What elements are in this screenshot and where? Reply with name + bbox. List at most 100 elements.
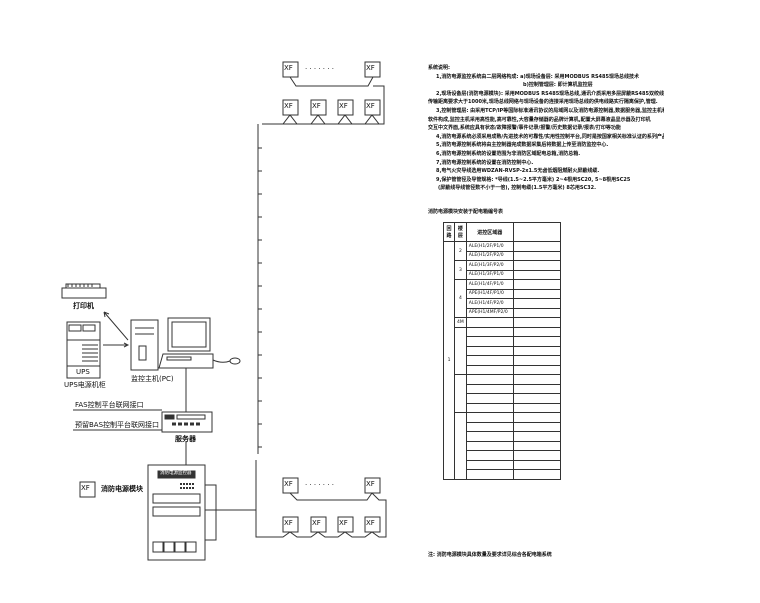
blank-cell: [512, 298, 561, 309]
blank-cell: [512, 459, 561, 470]
area-cell: APE(H1/4F/P1/0: [465, 288, 514, 299]
bas-port-label: 预留BAS控制平台联网接口: [75, 421, 160, 429]
blank-cell: [512, 374, 561, 385]
blank-cell: [512, 345, 561, 356]
legend-text: 消防电源模块: [101, 485, 143, 493]
floor-cell: [454, 326, 467, 375]
cabinet-wires: [205, 484, 256, 541]
header-area: 进控区域器: [465, 222, 514, 242]
table-title: 消防电源模块安装于配电箱编号表: [428, 209, 504, 215]
pc-tower-icon: [130, 319, 159, 371]
pc-to-printer-arrow: [103, 311, 129, 341]
mouse-cable: [212, 359, 231, 363]
xf-label: XF: [339, 102, 348, 110]
ups-box-label: UPS: [76, 368, 90, 376]
table-row: [444, 374, 561, 413]
area-cell: [465, 421, 514, 432]
area-cell: ALE(H1/2F/P1/0: [465, 241, 514, 252]
server-icon: [161, 411, 213, 433]
branch-ticks: [258, 147, 262, 448]
floor-cell: 3: [454, 260, 467, 280]
note-line: 交互中文界面,系统应具有状态/故障报警/事件记录/报警/历史数据记录/报表/打印…: [428, 125, 621, 132]
notes-title: 系统说明:: [428, 65, 450, 71]
xf-label: XF: [339, 519, 348, 527]
blank-cell: [512, 421, 561, 432]
area-cell: [465, 469, 514, 480]
area-cell: [465, 355, 514, 366]
floor-cell: [454, 374, 467, 413]
area-cell: APE(H1/4MF/P2/0: [465, 307, 514, 318]
note-line: 3,控制管理层: 由采用TCP/IP等国际标准通讯协议的局域网以及消防电源控制器…: [436, 107, 664, 114]
xf-label: XF: [366, 480, 375, 488]
keyboard-icon: [158, 353, 214, 369]
area-cell: [465, 393, 514, 404]
blank-cell: [512, 431, 561, 442]
blank-cell: [512, 288, 561, 299]
port-lines: [73, 409, 162, 431]
blank-cell: [512, 412, 561, 423]
area-cell: [465, 326, 514, 337]
ups-to-pc-arrow: [103, 342, 130, 348]
blank-cell: [512, 402, 561, 413]
area-cell: [465, 402, 514, 413]
floor-cell: 4M: [454, 317, 467, 328]
table-row: [444, 469, 561, 480]
area-cell: [465, 440, 514, 451]
area-cell: [465, 412, 514, 423]
area-cell: [465, 317, 514, 328]
blank-cell: [512, 336, 561, 347]
server-label: 服务器: [175, 435, 196, 443]
blank-cell: [512, 260, 561, 271]
area-cell: [465, 450, 514, 461]
blank-cell: [512, 317, 561, 328]
floor-cell: 4: [454, 279, 467, 318]
xf-label: XF: [366, 519, 375, 527]
area-cell: ALE(H1/3F/P2/0: [465, 260, 514, 271]
xf-label: XF: [284, 64, 293, 72]
blank-cell: [512, 269, 561, 280]
blank-cell: [512, 355, 561, 366]
blank-cell: [512, 364, 561, 375]
note-line: 6,消防电源控制系统的设置范围为非消防区域配电总箱,消防总箱.: [436, 150, 581, 157]
blank-cell: [512, 307, 561, 318]
area-cell: [465, 374, 514, 385]
xf-label: XF: [284, 519, 293, 527]
blank-cell: [512, 241, 561, 252]
blank-cell: [512, 469, 561, 480]
note-line: (屏蔽线导线管径数不小于一倍), 控制电缆(1.5平方毫米) 8芯用SC32.: [438, 185, 596, 192]
blank-cell: [512, 383, 561, 394]
system-notes: 系统说明: 1,消防电源监控系统由二层网络构成: a)现场设备层: 采用MODB…: [428, 64, 664, 193]
area-cell: [465, 459, 514, 470]
blank-cell: [512, 250, 561, 261]
header-loop: 回路: [443, 222, 455, 242]
xf-module-icons: [79, 61, 381, 533]
printer-icon: [61, 283, 107, 299]
dots: · · · · · · ·: [305, 65, 334, 73]
note-line: 7,消防电源控制系统的设置在消防控制中心.: [436, 159, 534, 166]
header-floor: 楼层: [454, 222, 467, 242]
note-line: 软件构成,监控主机采用高性能,高可靠性,大容量存储器的品牌计算机,配置大屏幕液晶…: [428, 116, 651, 123]
blank-cell: [512, 393, 561, 404]
loop-cell: 1: [443, 241, 455, 480]
floor-cell: 2: [454, 241, 467, 261]
footnote: 注: 消防电源模块具体数量及要求详见综合各配电箱系统: [428, 552, 552, 558]
area-cell: [465, 364, 514, 375]
table-row: [444, 412, 561, 480]
cabinet-label: 消防电源监控器: [160, 471, 192, 476]
row2-wire: [262, 114, 384, 125]
area-cell: ALE(H1/3F/P1/0: [465, 269, 514, 280]
note-line: 1,消防电源监控系统由二层网络构成: a)现场设备层: 采用MODBUS RS4…: [436, 73, 639, 80]
area-cell: [465, 336, 514, 347]
xf-label: XF: [312, 519, 321, 527]
table-row: 4M: [444, 317, 561, 328]
main-bus-line: [257, 96, 385, 454]
ups-cabinet-label: UPS电源机柜: [64, 381, 106, 389]
area-cell: [465, 431, 514, 442]
note-line: 传输距离要求大于1000米,现场总线网络与现场设备的连接采用现场总线的供电线路实…: [428, 99, 658, 106]
header-blank: [512, 222, 561, 242]
